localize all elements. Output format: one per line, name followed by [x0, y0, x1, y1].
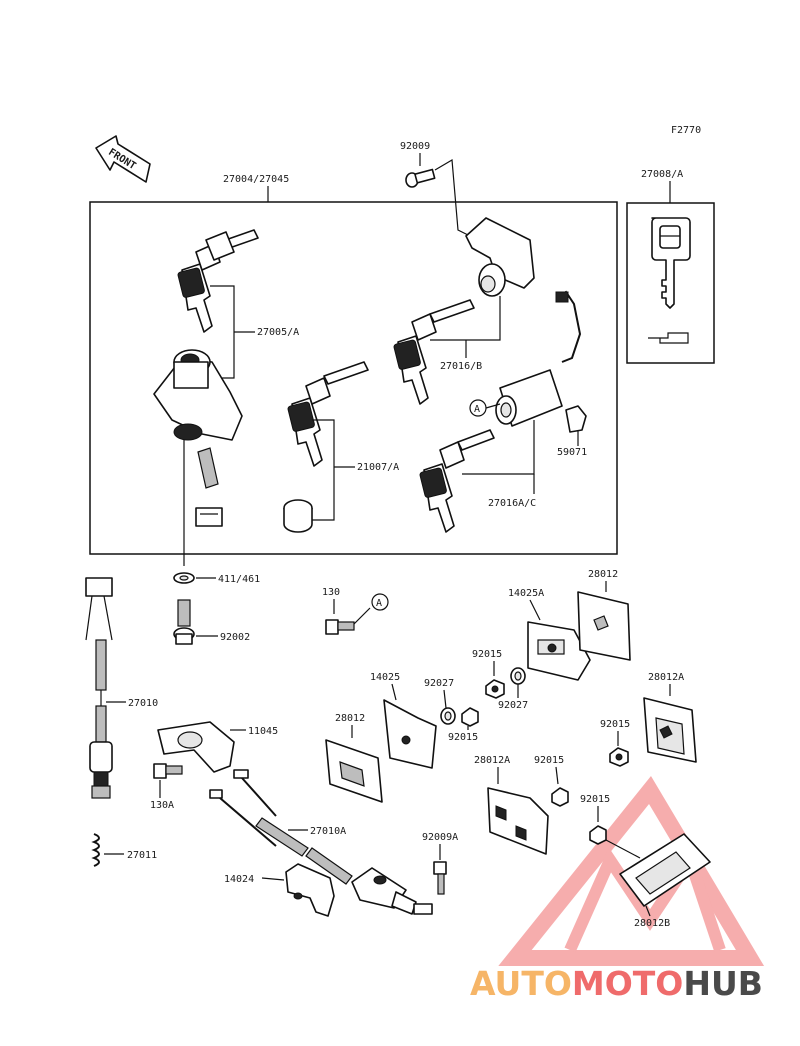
callout-411: 411/461: [218, 574, 260, 585]
front-arrow-icon: FRONT: [95, 135, 151, 183]
key-set-27005-icon: [177, 229, 259, 333]
callout-28012a-right: 28012A: [648, 672, 684, 683]
callout-92015-b: 92015: [448, 732, 478, 743]
brake-switch-body-icon: [351, 867, 433, 915]
callout-92027-b: 92027: [424, 678, 454, 689]
callout-92015-d: 92015: [534, 755, 564, 766]
bracket-14025-icon: [383, 699, 437, 769]
callout-130: 130: [322, 587, 340, 598]
callout-27005: 27005/A: [257, 327, 299, 338]
watermark-hub: HUB: [683, 964, 763, 1003]
callout-14025: 14025: [370, 672, 400, 683]
neutral-switch-27010-icon: [89, 741, 113, 799]
cap-lock-cylinder-icon: [283, 499, 313, 533]
marker-a-2: A: [376, 598, 382, 609]
callout-92009a: 92009A: [422, 832, 458, 843]
callout-14024: 14024: [224, 874, 254, 885]
nut-92015-d-icon: [551, 787, 569, 807]
callout-14025a: 14025A: [508, 588, 544, 599]
reflector-28012-left-icon: [325, 739, 383, 803]
callout-92015-a: 92015: [472, 649, 502, 660]
screw-92009-icon: [405, 168, 436, 188]
clip-59071-icon: [565, 405, 587, 433]
callout-28012a-mid: 28012A: [474, 755, 510, 766]
key-blank-icon: [648, 217, 691, 344]
reflector-28012a-right-icon: [643, 697, 697, 763]
watermark-auto: AUTO: [470, 964, 572, 1003]
callout-11045: 11045: [248, 726, 278, 737]
reflector-28012b-icon: [619, 833, 711, 907]
callout-27016b: 27016/B: [440, 361, 482, 372]
callout-27011: 27011: [127, 850, 157, 861]
nut-92015-e-icon: [589, 825, 607, 845]
spacer-92027-b-icon: [440, 707, 456, 725]
spacer-92027-a-icon: [510, 667, 526, 685]
watermark-text: AUTOMOTOHUB: [470, 964, 763, 1003]
nut-92015-c-icon: [609, 747, 629, 767]
ignition-switch-icon: [153, 349, 243, 527]
callout-92002: 92002: [220, 632, 250, 643]
callout-21007: 21007/A: [357, 462, 399, 473]
callout-28012-top: 28012: [588, 569, 618, 580]
marker-a-1: A: [474, 404, 480, 415]
callout-27010a: 27010A: [310, 826, 346, 837]
reflector-28012a-mid-icon: [487, 787, 549, 855]
callout-92015-c: 92015: [600, 719, 630, 730]
key-set-21007-icon: [287, 361, 369, 467]
bracket-14024-icon: [285, 863, 335, 917]
bolt-130-icon: [325, 619, 355, 635]
watermark-logo-icon: [498, 776, 765, 966]
seat-lock-icon: [495, 290, 582, 427]
nut-92015-b-icon: [461, 707, 479, 727]
callout-92027-a: 92027: [498, 700, 528, 711]
callout-27008: 27008/A: [641, 169, 683, 180]
reflector-bracket-14025a-icon: [527, 621, 591, 681]
marker-a-circle-2: [371, 593, 389, 611]
spring-27011-icon: [91, 833, 100, 867]
callout-59071: 59071: [557, 447, 587, 458]
callout-92015-e: 92015: [580, 794, 610, 805]
callout-28012b: 28012B: [634, 918, 670, 929]
reflector-28012-top-icon: [577, 591, 631, 661]
bolt-130a-icon: [153, 763, 183, 779]
key-set-27016ac-icon: [419, 429, 495, 533]
watermark-moto: MOTO: [571, 964, 684, 1003]
callout-27010: 27010: [128, 698, 158, 709]
callout-92009: 92009: [400, 141, 430, 152]
washer-411-icon: [173, 572, 195, 584]
switch-connector-icon: [85, 577, 113, 743]
diagram-code: F2770: [671, 125, 701, 136]
callout-27004: 27004/27045: [223, 174, 289, 185]
callout-28012-left: 28012: [335, 713, 365, 724]
fuel-lock-bracket: [465, 217, 535, 297]
key-set-27016b-icon: [393, 299, 475, 405]
bolt-92009a-icon: [433, 861, 447, 895]
bolt-92002-icon: [173, 599, 195, 645]
nut-92015-a-icon: [485, 679, 505, 699]
brake-switch-wire-icon: [209, 769, 353, 885]
bracket-11045-icon: [157, 721, 235, 773]
callout-27016ac: 27016A/C: [488, 498, 536, 509]
callout-130a: 130A: [150, 800, 174, 811]
ignition-set-frame: [89, 201, 618, 555]
